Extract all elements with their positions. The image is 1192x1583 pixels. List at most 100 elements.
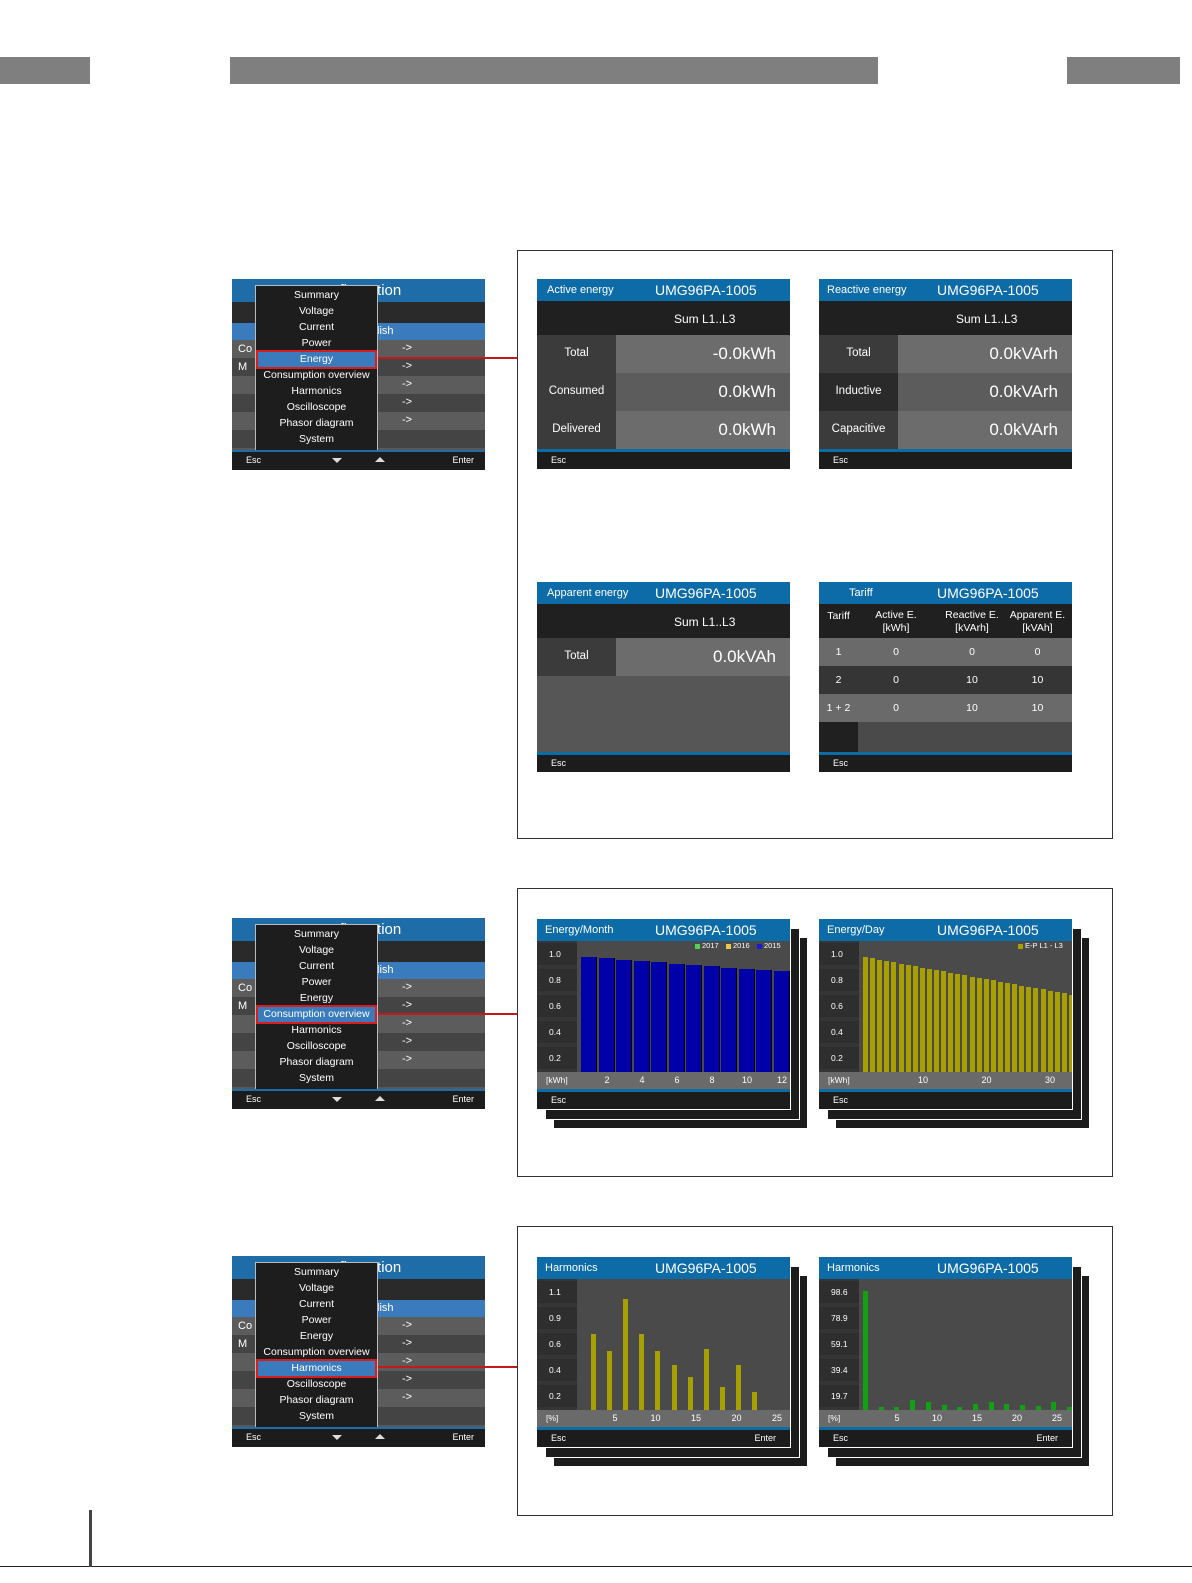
header-bar-right bbox=[1067, 57, 1180, 84]
connector-line-energy bbox=[378, 357, 517, 359]
esc-button[interactable]: Esc bbox=[551, 1433, 567, 1443]
menu-item-current[interactable]: Current bbox=[298, 321, 334, 333]
menu-item-power[interactable]: Power bbox=[301, 976, 332, 988]
chart-bar bbox=[905, 964, 911, 1072]
row-label: Total bbox=[564, 347, 589, 359]
tariff-cell: 0 bbox=[893, 674, 899, 686]
screen-title: Energy/Day bbox=[827, 924, 885, 936]
x-tick-label: 12 bbox=[776, 1075, 787, 1085]
menu-item-summary[interactable]: Summary bbox=[294, 928, 339, 940]
menu-item-system[interactable]: System bbox=[298, 1410, 334, 1422]
x-tick-label: 10 bbox=[741, 1075, 752, 1085]
menu-item-summary[interactable]: Summary bbox=[294, 1266, 339, 1278]
menu-item-energy[interactable]: Energy bbox=[299, 1330, 334, 1342]
menu-item-harmonics[interactable]: Harmonics bbox=[291, 1024, 342, 1036]
arrow-down-icon[interactable] bbox=[332, 458, 342, 463]
chart-bar bbox=[752, 1392, 758, 1410]
x-tick-label: 10 bbox=[917, 1075, 928, 1085]
chart-bar bbox=[668, 963, 685, 1072]
menu-item-current[interactable]: Current bbox=[298, 1298, 334, 1310]
arrow-down-icon[interactable] bbox=[332, 1435, 342, 1440]
menu-item-summary[interactable]: Summary bbox=[294, 289, 339, 301]
screen-title: Harmonics bbox=[545, 1262, 598, 1274]
tariff-header: Active E. [kWh] bbox=[875, 609, 917, 634]
y-tick-label: 0.6 bbox=[537, 995, 577, 1017]
arrow-up-icon[interactable] bbox=[375, 457, 385, 462]
chart-bar bbox=[735, 1365, 741, 1410]
menu-item-consumption-overview[interactable]: Consumption overview bbox=[256, 1005, 377, 1024]
menu-item-current[interactable]: Current bbox=[298, 960, 334, 972]
menu-item-consumption-overview[interactable]: Consumption overview bbox=[263, 1346, 370, 1358]
x-tick-label: 5 bbox=[612, 1413, 618, 1423]
device-name: UMG96PA-1005 bbox=[655, 585, 757, 601]
y-tick-label: 0.2 bbox=[537, 1047, 577, 1069]
chart-bar bbox=[1040, 989, 1046, 1072]
esc-button[interactable]: Esc bbox=[246, 1432, 262, 1442]
header-bar-left bbox=[0, 57, 90, 84]
tariff-cell: 10 bbox=[1031, 702, 1044, 714]
y-tick-label: 59.1 bbox=[819, 1333, 859, 1355]
chart-bar bbox=[891, 962, 897, 1072]
tariff-header: Reactive E. [kVArh] bbox=[945, 609, 999, 634]
menu-item-power[interactable]: Power bbox=[301, 337, 332, 349]
sum-label: Sum L1..L3 bbox=[674, 312, 736, 326]
legend-label: 2015 bbox=[764, 941, 781, 950]
screen-title: Tariff bbox=[849, 587, 873, 599]
x-tick-label: 20 bbox=[731, 1413, 742, 1423]
chart-bar bbox=[926, 968, 932, 1072]
menu-item-oscilloscope[interactable]: Oscilloscope bbox=[286, 1040, 347, 1052]
esc-button[interactable]: Esc bbox=[246, 1094, 262, 1104]
row-fragment: Co bbox=[238, 982, 253, 994]
menu-item-harmonics[interactable]: Harmonics bbox=[291, 385, 342, 397]
legend-swatch bbox=[757, 944, 762, 949]
menu-item-harmonics[interactable]: Harmonics bbox=[256, 1359, 377, 1378]
menu-item-power[interactable]: Power bbox=[301, 1314, 332, 1326]
device-name: UMG96PA-1005 bbox=[937, 922, 1039, 938]
menu-item-system[interactable]: System bbox=[298, 1072, 334, 1084]
menu-item-voltage[interactable]: Voltage bbox=[298, 944, 335, 956]
esc-button[interactable]: Esc bbox=[833, 1433, 849, 1443]
menu-item-energy[interactable]: Energy bbox=[256, 350, 377, 369]
esc-button[interactable]: Esc bbox=[246, 455, 262, 465]
esc-button[interactable]: Esc bbox=[833, 758, 849, 768]
chart-bar bbox=[1033, 988, 1039, 1072]
menu-item-voltage[interactable]: Voltage bbox=[298, 305, 335, 317]
menu-item-phasor-diagram[interactable]: Phasor diagram bbox=[279, 1394, 354, 1406]
tariff-cell: 0 bbox=[1034, 646, 1041, 658]
esc-button[interactable]: Esc bbox=[833, 455, 849, 465]
chart-bar bbox=[1020, 1404, 1025, 1410]
x-tick-label: 10 bbox=[650, 1413, 661, 1423]
y-tick-label: 0.6 bbox=[819, 995, 859, 1017]
chart-bar bbox=[997, 981, 1003, 1072]
arrow-down-icon[interactable] bbox=[332, 1097, 342, 1102]
esc-button[interactable]: Esc bbox=[551, 455, 567, 465]
enter-button[interactable]: Enter bbox=[452, 1094, 474, 1104]
chart-bar bbox=[1047, 990, 1053, 1072]
enter-button[interactable]: Enter bbox=[754, 1433, 776, 1443]
enter-button[interactable]: Enter bbox=[1036, 1433, 1058, 1443]
language-fragment: lish bbox=[377, 1302, 394, 1314]
menu-item-oscilloscope[interactable]: Oscilloscope bbox=[286, 1378, 347, 1390]
menu-item-oscilloscope[interactable]: Oscilloscope bbox=[286, 401, 347, 413]
menu-item-consumption-overview[interactable]: Consumption overview bbox=[263, 369, 370, 381]
arrow-icon: -> bbox=[402, 999, 413, 1011]
arrow-up-icon[interactable] bbox=[375, 1096, 385, 1101]
language-fragment: lish bbox=[377, 325, 394, 337]
menu-item-system[interactable]: System bbox=[298, 433, 334, 445]
menu-item-energy[interactable]: Energy bbox=[299, 992, 334, 1004]
menu-item-phasor-diagram[interactable]: Phasor diagram bbox=[279, 1056, 354, 1068]
arrow-up-icon[interactable] bbox=[375, 1434, 385, 1439]
esc-button[interactable]: Esc bbox=[833, 1095, 849, 1105]
x-tick-label: 4 bbox=[639, 1075, 645, 1085]
esc-button[interactable]: Esc bbox=[551, 1095, 567, 1105]
x-tick-label: 6 bbox=[674, 1075, 680, 1085]
enter-button[interactable]: Enter bbox=[452, 455, 474, 465]
page-margin-bar bbox=[89, 1510, 92, 1567]
enter-button[interactable]: Enter bbox=[452, 1432, 474, 1442]
arrow-icon: -> bbox=[402, 1373, 413, 1385]
menu-item-phasor-diagram[interactable]: Phasor diagram bbox=[279, 417, 354, 429]
esc-button[interactable]: Esc bbox=[551, 758, 567, 768]
menu-screen-consumption: ConfigurationlishCo->M->->->->SummaryVol… bbox=[232, 918, 485, 1109]
tariff-cell: 2 bbox=[835, 674, 842, 686]
menu-item-voltage[interactable]: Voltage bbox=[298, 1282, 335, 1294]
